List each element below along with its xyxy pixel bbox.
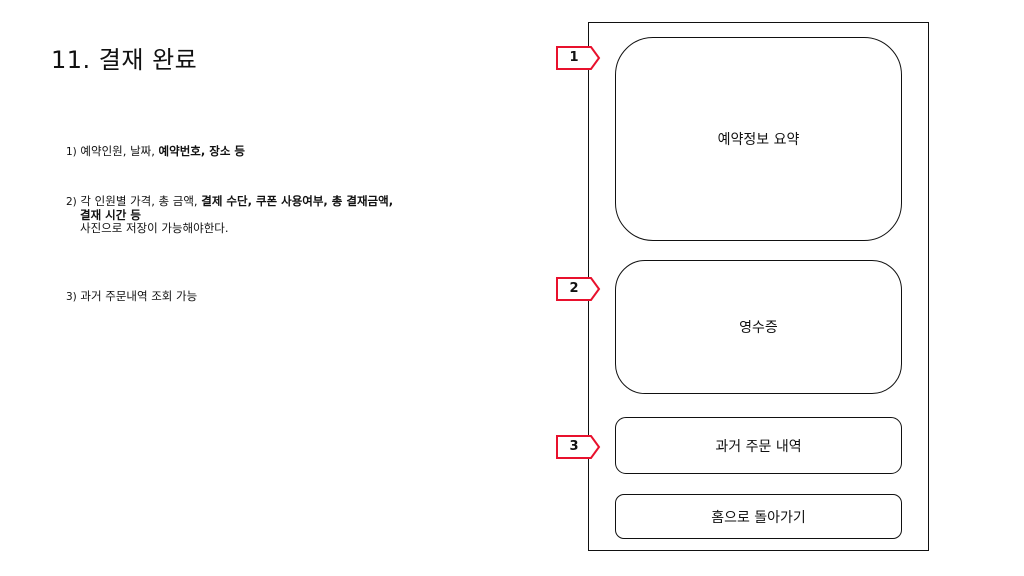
receipt-label: 영수증: [739, 320, 778, 336]
description-2-bold: 결제 수단, 쿠폰 사용여부, 총 결재금액,: [201, 194, 394, 208]
description-2-number: 2): [66, 196, 77, 208]
marker-arrow-icon: [556, 277, 601, 301]
description-1-text: 예약인원, 날짜,: [76, 144, 159, 158]
description-3-text: 과거 주문내역 조회 가능: [76, 289, 198, 303]
description-3-number: 3): [66, 291, 77, 303]
annotation-marker-2: 2: [556, 277, 601, 301]
go-home-button[interactable]: 홈으로 돌아가기: [615, 494, 902, 539]
marker-arrow-icon: [556, 46, 601, 70]
receipt-card[interactable]: 영수증: [615, 260, 902, 394]
order-history-button[interactable]: 과거 주문 내역: [615, 417, 902, 474]
description-1-bold: 예약번호, 장소 등: [158, 144, 245, 158]
marker-number: 1: [569, 50, 579, 65]
marker-number: 3: [569, 439, 579, 454]
annotation-marker-3: 3: [556, 435, 601, 459]
description-2-text: 각 인원별 가격, 총 금액,: [76, 194, 202, 208]
description-1-number: 1): [66, 146, 77, 158]
page-title: 11. 결재 완료: [51, 46, 198, 74]
annotation-marker-1: 1: [556, 46, 601, 70]
description-3: 3) 과거 주문내역 조회 가능: [66, 290, 197, 304]
description-1: 1) 예약인원, 날짜, 예약번호, 장소 등: [66, 145, 245, 159]
reservation-summary-label: 예약정보 요약: [717, 132, 800, 148]
reservation-summary-card[interactable]: 예약정보 요약: [615, 37, 902, 241]
description-2: 2) 각 인원별 가격, 총 금액, 결제 수단, 쿠폰 사용여부, 총 결재금…: [66, 195, 393, 235]
go-home-label: 홈으로 돌아가기: [711, 509, 806, 526]
marker-number: 2: [569, 281, 579, 296]
description-2-bold-line2: 결재 시간 등: [80, 208, 141, 222]
order-history-label: 과거 주문 내역: [715, 438, 802, 455]
description-2-extra: 사진으로 저장이 가능해야한다.: [80, 221, 229, 235]
marker-arrow-icon: [556, 435, 601, 459]
